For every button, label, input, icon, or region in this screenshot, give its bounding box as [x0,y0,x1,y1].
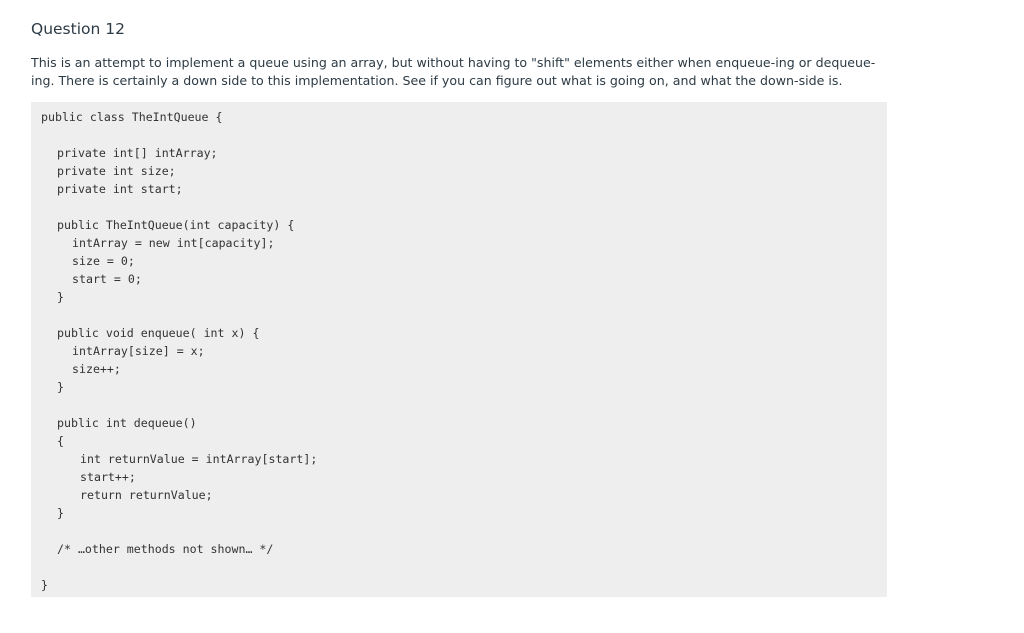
code-line: intArray = new int[capacity]; [72,236,275,250]
code-line: } [41,578,48,592]
code-blank-line [41,396,887,414]
code-block: public class TheIntQueue { private int[]… [31,102,887,597]
question-text: This is an attempt to implement a queue … [31,55,876,88]
code-line: size = 0; [72,254,135,268]
code-blank-line [41,126,887,144]
code-line: start = 0; [72,272,142,286]
code-line: return returnValue; [80,488,213,502]
code-line: int returnValue = intArray[start]; [80,452,318,466]
code-line: } [57,290,64,304]
code-line: /* …other methods not shown… */ [57,542,274,556]
code-line: private int size; [57,164,176,178]
code-line: public class TheIntQueue { [41,110,223,124]
code-line: size++; [72,362,121,376]
code-line: { [57,434,64,448]
code-blank-line [41,198,887,216]
code-line: start++; [80,470,136,484]
code-blank-line [41,558,887,576]
question-container: Question 12 This is an attempt to implem… [31,18,887,597]
code-line: private int start; [57,182,183,196]
code-blank-line [41,522,887,540]
code-blank-line [41,306,887,324]
code-line: } [57,506,64,520]
code-line: private int[] intArray; [57,146,218,160]
code-line: intArray[size] = x; [72,344,205,358]
code-line: } [57,380,64,394]
code-line: public int dequeue() [57,416,197,430]
question-title: Question 12 [31,20,125,38]
code-line: public void enqueue( int x) { [57,326,260,340]
code-line: public TheIntQueue(int capacity) { [57,218,295,232]
